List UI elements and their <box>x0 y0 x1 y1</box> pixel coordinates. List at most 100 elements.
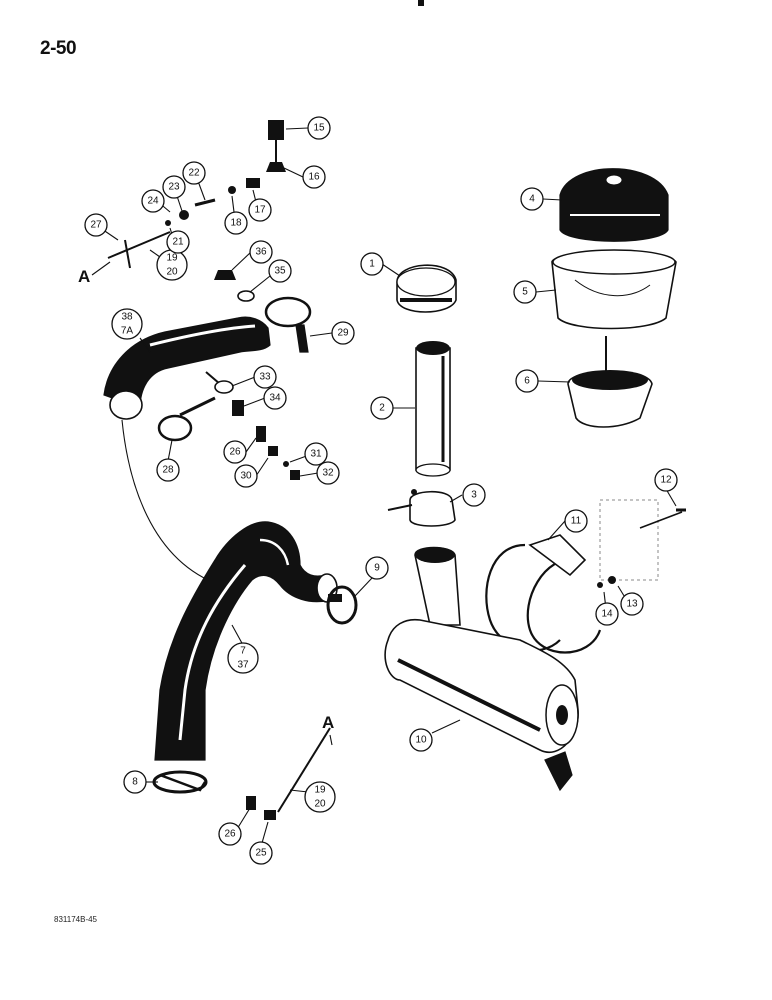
hose-clamp-small <box>326 585 358 625</box>
svg-text:21: 21 <box>172 237 184 248</box>
svg-text:20: 20 <box>314 799 326 810</box>
hose-clamp-large <box>152 770 208 794</box>
callout-17: 17 <box>248 198 272 222</box>
dust-bowl <box>551 249 677 330</box>
callout-33: 33 <box>253 365 277 389</box>
callout-34: 34 <box>263 386 287 410</box>
callout-18: 18 <box>224 211 248 235</box>
bowl-base <box>567 336 653 428</box>
svg-text:31: 31 <box>310 449 322 460</box>
callout-5: 5 <box>513 280 537 304</box>
svg-text:11: 11 <box>571 516 582 527</box>
svg-text:6: 6 <box>524 376 530 387</box>
callout-9: 9 <box>365 556 389 580</box>
svg-text:19: 19 <box>314 785 326 796</box>
callout-35: 35 <box>268 259 292 283</box>
callout-1: 1 <box>360 252 384 276</box>
callout-21: 21 <box>166 230 190 254</box>
callout-28: 28 <box>156 458 180 482</box>
svg-text:5: 5 <box>522 287 528 298</box>
callout-15: 15 <box>307 116 331 140</box>
u-bolt-clamp <box>387 489 456 527</box>
callout-32: 32 <box>316 461 340 485</box>
svg-text:1: 1 <box>369 259 375 270</box>
svg-text:36: 36 <box>255 247 267 258</box>
svg-text:27: 27 <box>90 220 102 231</box>
svg-text:10: 10 <box>415 735 427 746</box>
svg-text:8: 8 <box>132 777 138 788</box>
svg-text:37: 37 <box>237 660 249 671</box>
intake-tube <box>415 341 451 477</box>
ref-letter-top: A <box>78 267 90 286</box>
svg-text:23: 23 <box>168 182 180 193</box>
callout-8: 8 <box>123 770 147 794</box>
svg-text:38: 38 <box>121 312 133 323</box>
svg-text:3: 3 <box>471 490 477 501</box>
svg-text:25: 25 <box>255 848 267 859</box>
svg-text:15: 15 <box>313 123 325 134</box>
callout-31: 31 <box>304 442 328 466</box>
callout-30: 30 <box>234 464 258 488</box>
callout-11: 11 <box>564 509 588 533</box>
svg-text:26: 26 <box>224 829 236 840</box>
svg-text:18: 18 <box>230 218 242 229</box>
callout-10: 10 <box>409 728 433 752</box>
hose-reference-line <box>121 419 221 586</box>
svg-text:28: 28 <box>162 465 174 476</box>
svg-text:22: 22 <box>188 168 200 179</box>
svg-text:19: 19 <box>166 253 178 264</box>
fittings <box>107 120 686 820</box>
svg-text:26: 26 <box>229 447 241 458</box>
callout-22: 22 <box>182 161 206 185</box>
callout-4: 4 <box>520 187 544 211</box>
svg-text:9: 9 <box>374 563 380 574</box>
svg-text:17: 17 <box>254 205 266 216</box>
callout-36: 36 <box>249 240 273 264</box>
svg-text:32: 32 <box>322 468 334 479</box>
svg-text:4: 4 <box>529 194 535 205</box>
page-top-tick <box>418 0 424 6</box>
upper-hose <box>103 316 271 420</box>
svg-text:14: 14 <box>601 609 613 620</box>
svg-text:13: 13 <box>626 599 638 610</box>
callout-24: 24 <box>141 189 165 213</box>
callout-29: 29 <box>331 321 355 345</box>
callout-3: 3 <box>462 483 486 507</box>
svg-text:29: 29 <box>337 328 349 339</box>
air-cleaner-cover <box>559 168 669 242</box>
svg-text:33: 33 <box>259 372 271 383</box>
svg-text:16: 16 <box>308 172 320 183</box>
svg-text:34: 34 <box>269 393 281 404</box>
ref-letter-bottom: A <box>322 713 334 732</box>
callout-27: 27 <box>84 213 108 237</box>
svg-text:7: 7 <box>240 646 246 657</box>
svg-text:35: 35 <box>274 266 286 277</box>
callout-6: 6 <box>515 369 539 393</box>
callout-7-37: 737 <box>227 642 259 674</box>
catalog-code: 831174B-45 <box>54 915 97 924</box>
callout-13: 13 <box>620 592 644 616</box>
hose-clamp-29 <box>264 296 312 353</box>
callout-26-upper: 26 <box>223 440 247 464</box>
callout-2: 2 <box>370 396 394 420</box>
callout-16: 16 <box>302 165 326 189</box>
svg-text:12: 12 <box>660 475 672 486</box>
lower-hose <box>154 521 338 761</box>
callout-14: 14 <box>595 602 619 626</box>
precleaner-cap <box>396 264 457 313</box>
svg-text:24: 24 <box>147 196 159 207</box>
svg-text:20: 20 <box>166 267 178 278</box>
callout-23: 23 <box>162 175 186 199</box>
air-cleaner-housing <box>384 546 579 792</box>
hose-clamp-28 <box>157 396 216 442</box>
callout-25: 25 <box>249 841 273 865</box>
callout-26-lower: 26 <box>218 822 242 846</box>
svg-text:30: 30 <box>240 471 252 482</box>
callout-12: 12 <box>654 468 678 492</box>
page-number: 2-50 <box>40 38 77 59</box>
svg-text:2: 2 <box>379 403 385 414</box>
